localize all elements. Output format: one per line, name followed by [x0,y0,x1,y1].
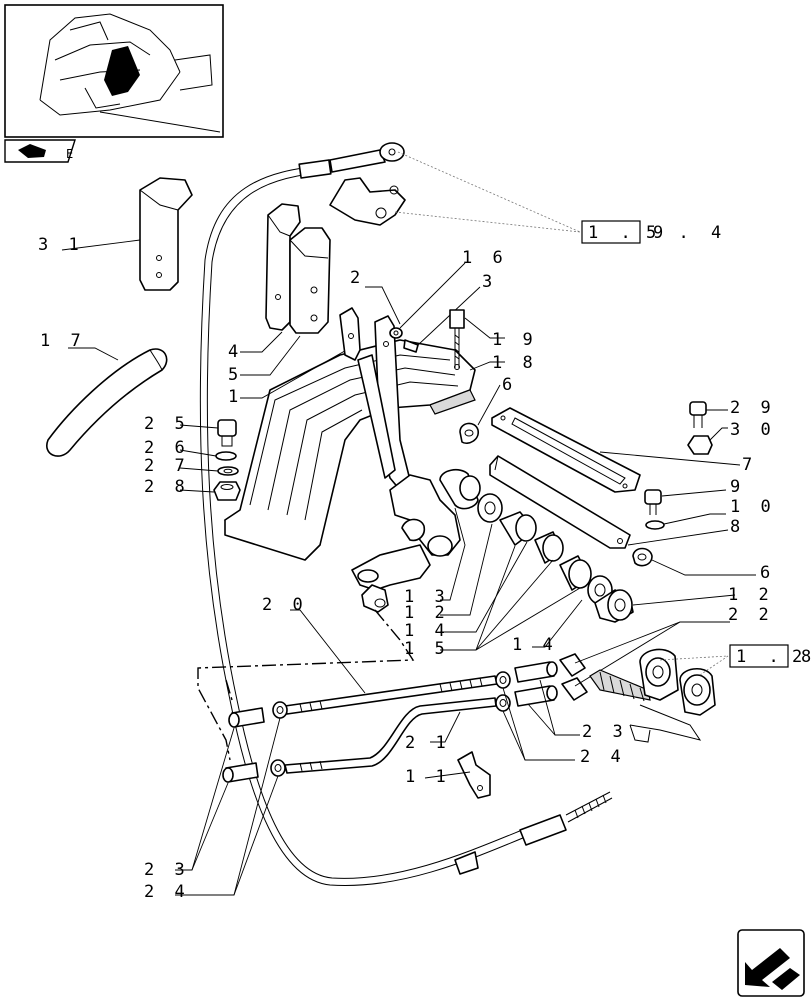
part-9-bolt [644,489,662,515]
label-1: 1 [228,387,243,407]
part-7-slotted-plate [491,407,641,493]
label-10: 1 0 [730,497,776,517]
label-8: 8 [730,517,745,537]
part-30-nut [687,435,713,455]
part-14-spacer [499,511,564,564]
part-29-screw [689,401,707,428]
label-16: 1 6 [462,248,508,268]
label-31: 3 1 [38,235,84,255]
label-6-lower: 6 [760,563,775,583]
label-3: 3 [482,272,497,292]
part-1-lever-guide [223,339,476,561]
part-23-ball-joint-left-lower [222,762,259,783]
label-9: 9 [730,477,745,497]
label-11: 1 1 [405,767,451,787]
part-12-end-cap [594,589,634,623]
part-13-collar [439,468,481,510]
part-6-clip-upper [459,422,479,445]
label-24-left: 2 4 [144,882,190,902]
label-7: 7 [742,455,757,475]
part-28-nut [213,481,241,501]
label-17: 1 7 [40,331,86,351]
label-18: 1 8 [492,353,538,373]
label-22: 2 2 [728,605,774,625]
label-19: 1 9 [492,330,538,350]
label-14-right: 1 4 [512,635,558,655]
label-4: 4 [228,342,243,362]
part-11-bracket [457,751,491,799]
part-25-screw [217,419,237,447]
label-29: 2 9 [730,398,776,418]
selector-mechanism [351,474,461,613]
reference-1954-tail-text[interactable]: 5 . 4 [646,223,727,243]
linkage-path [197,609,415,761]
label-27: 2 7 [144,456,190,476]
label-21: 2 1 [405,733,451,753]
label-23-right: 2 3 [582,722,628,742]
corner-tab-letter: E [66,147,73,161]
part-22-nut-right [559,653,588,701]
part-19-bolt [449,309,465,368]
label-6-upper: 6 [502,375,517,395]
part-24-nut-left-lower [270,759,286,777]
part-10-washer [645,520,665,530]
label-28: 2 8 [144,477,190,497]
label-12-left: 1 2 [404,603,450,623]
part-23-ball-joint-right-lower [514,685,558,707]
label-30: 3 0 [730,420,776,440]
label-26: 2 6 [144,438,190,458]
label-25: 2 5 [144,414,190,434]
part-27-lock-washer [217,466,239,476]
label-2: 2 [350,268,365,288]
part-16-washer [389,327,403,339]
part-17-curved-grip [46,348,168,457]
part-2-levers [339,307,411,491]
page-tab-icon[interactable]: E [4,139,76,163]
label-20: 2 0 [262,595,308,615]
label-15: 1 5 [404,639,450,659]
part-6-clip-lower [632,547,653,567]
next-page-arrow-icon[interactable] [737,929,805,997]
reference-1954-box-text[interactable]: 1 . 9 [588,223,669,243]
reference-box-1954[interactable] [581,220,641,244]
part-31-lever-cover [139,177,193,291]
label-24-right: 2 4 [580,747,626,767]
label-13: 1 3 [404,587,450,607]
label-14-left: 1 4 [404,621,450,641]
part-8-rod [489,455,631,549]
part-5-grip [289,227,331,334]
part-26-washer [215,451,237,461]
control-cable [199,142,613,887]
part-24-nut-left-upper [272,701,288,719]
reference-182-box-text[interactable]: 1 . 8 [736,647,812,667]
label-5: 5 [228,365,243,385]
reference-box-182[interactable] [729,644,789,668]
location-thumbnail [4,4,224,138]
part-23-ball-joint-right-upper [514,661,558,683]
label-23-left: 2 3 [144,860,190,880]
part-24-nut-right-upper [495,671,511,689]
linkage-assembly-right [589,648,716,743]
part-23-ball-joint-left-upper [228,707,265,728]
part-3-pin [403,339,419,353]
part-12-bushing [477,493,503,523]
reference-182-tail-text[interactable]: 2 [792,647,808,667]
label-12-right: 1 2 [728,585,774,605]
cable-bracket [329,177,406,226]
